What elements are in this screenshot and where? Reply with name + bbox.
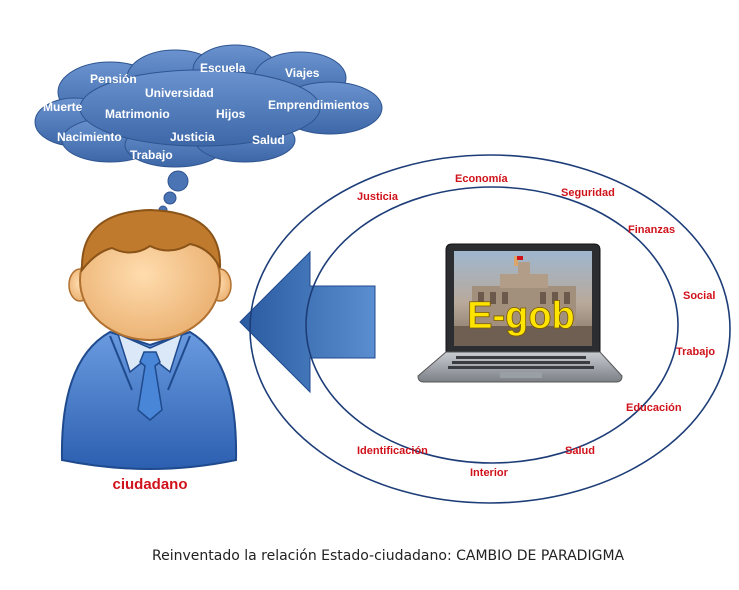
cloud-word-trabajo: Trabajo — [130, 148, 173, 162]
cloud-word-nacimiento: Nacimiento — [57, 130, 122, 144]
citizen-lapel-left — [109, 335, 133, 391]
ring-item-finanzas: Finanzas — [628, 224, 675, 236]
ring-labels: Justicia Economía Seguridad Finanzas Soc… — [357, 173, 715, 479]
ring-item-economia: Economía — [455, 173, 508, 185]
ring-outer — [249, 154, 731, 504]
cloud-word-hijos: Hijos — [216, 107, 246, 121]
ring-inner — [305, 186, 679, 464]
thought-bubble-medium — [163, 191, 177, 205]
ring-item-social: Social — [683, 290, 715, 302]
laptop-touchpad — [500, 372, 542, 378]
cloud-word-pension: Pensión — [90, 72, 137, 86]
ring-item-salud: Salud — [565, 445, 595, 457]
cloud-word-emprendimientos: Emprendimientos — [268, 98, 370, 112]
caption: Reinventado la relación Estado-ciudadano… — [152, 548, 625, 564]
laptop-keyboard — [448, 356, 594, 369]
ring-item-trabajo: Trabajo — [676, 346, 715, 358]
cloud-word-justicia: Justicia — [170, 130, 215, 144]
ring-item-interior: Interior — [470, 467, 509, 479]
thought-cloud: Pensión Escuela Viajes Universidad Muert… — [34, 44, 383, 215]
citizen-label: ciudadano — [112, 476, 187, 493]
citizen-hair — [80, 208, 222, 273]
ring-item-educacion: Educación — [626, 402, 682, 414]
laptop: E-gob — [417, 243, 623, 383]
ring-item-justicia: Justicia — [357, 191, 399, 203]
cloud-word-matrimonio: Matrimonio — [105, 107, 170, 121]
cloud-shape — [34, 44, 383, 168]
government-ring — [249, 154, 731, 504]
citizen-figure — [60, 208, 238, 470]
citizen-tie — [137, 351, 163, 421]
ring-item-identificacion: Identificación — [357, 445, 428, 457]
egob-label: E-gob — [467, 295, 575, 337]
service-arrow — [239, 250, 376, 394]
citizen-lapel-right — [167, 335, 191, 391]
cloud-word-universidad: Universidad — [145, 86, 214, 100]
cloud-word-escuela: Escuela — [200, 61, 246, 75]
government-palace-image — [454, 256, 592, 346]
ring-item-seguridad: Seguridad — [561, 187, 615, 199]
cloud-word-salud: Salud — [252, 133, 285, 147]
cloud-word-viajes: Viajes — [285, 66, 320, 80]
cloud-word-muerte: Muerte — [43, 100, 83, 114]
thought-bubble-large — [167, 170, 189, 192]
